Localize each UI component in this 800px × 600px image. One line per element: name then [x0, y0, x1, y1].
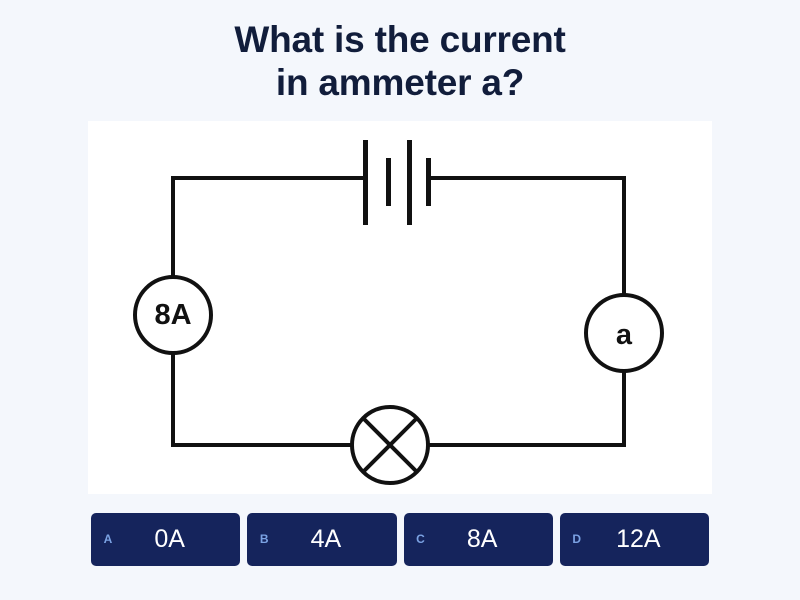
- answer-option-a[interactable]: A 0A: [91, 513, 241, 566]
- answer-options: A 0A B 4A C 8A D 12A: [91, 513, 709, 566]
- ammeter-right-label: a: [616, 319, 633, 351]
- answer-option-b-letter: B: [259, 532, 269, 546]
- page-title: What is the current in ammeter a?: [234, 19, 566, 103]
- circuit-diagram-svg: 8A a: [133, 140, 664, 485]
- answer-option-c-letter: C: [416, 532, 425, 546]
- answer-option-c-text: 8A: [466, 525, 498, 553]
- circuit-diagram-panel: 8A a: [88, 121, 712, 494]
- battery-plate-long-2: [407, 140, 412, 225]
- answer-option-a-letter: A: [103, 532, 113, 546]
- battery-plate-long-1: [363, 140, 368, 225]
- ammeter-right-circle: [584, 293, 664, 373]
- lamp-cross-stroke-2: [361, 416, 419, 474]
- ammeter-left-circle: [133, 275, 213, 355]
- answer-option-b-text: 4A: [310, 525, 342, 553]
- battery-plate-short-2: [426, 158, 431, 206]
- answer-option-d-text: 12A: [616, 525, 661, 553]
- answer-option-d-letter: D: [572, 532, 582, 546]
- ammeter-left-label: 8A: [154, 299, 191, 331]
- answer-option-a-text: 0A: [154, 525, 185, 553]
- answer-option-d[interactable]: D 12A: [559, 513, 709, 566]
- answer-option-b[interactable]: B 4A: [247, 513, 397, 566]
- answer-option-c[interactable]: C 8A: [403, 513, 553, 566]
- battery-plate-short-1: [386, 158, 391, 206]
